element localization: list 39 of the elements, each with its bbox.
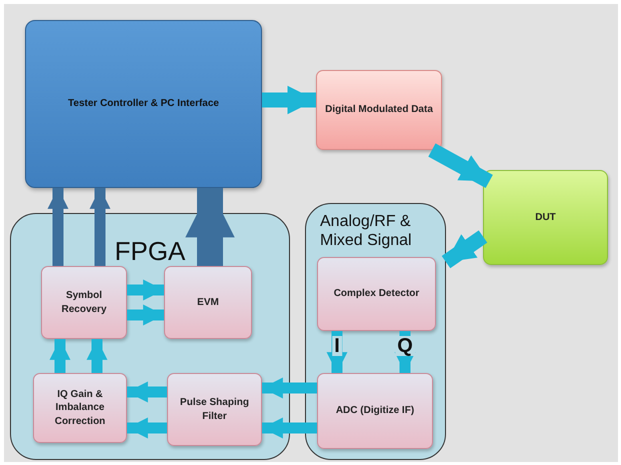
- arrow: [262, 86, 316, 114]
- container-title: Analog/RF & Mixed Signal: [320, 212, 413, 250]
- group-container: [10, 213, 290, 460]
- edge-label: Q: [395, 336, 415, 356]
- box-label: EVM: [196, 296, 220, 310]
- arrow: [48, 188, 68, 266]
- arrow: [326, 331, 348, 373]
- box-label: IQ Gain & Imbalance Correction: [54, 388, 106, 429]
- process-box: [25, 20, 262, 188]
- arrow: [50, 339, 70, 373]
- process-box: [164, 266, 252, 339]
- box-label: Pulse Shaping Filter: [179, 396, 250, 424]
- process-box: [167, 373, 262, 446]
- process-box: [317, 373, 433, 449]
- arrow: [127, 304, 164, 326]
- box-label: Tester Controller & PC Interface: [67, 97, 220, 112]
- process-box: [41, 266, 127, 339]
- process-box: [316, 70, 442, 150]
- box-label: Digital Modulated Data: [324, 103, 434, 118]
- arrow: [394, 331, 416, 373]
- box-label: DUT: [534, 210, 557, 225]
- group-container: [305, 203, 446, 460]
- container-title: FPGA: [114, 236, 186, 267]
- arrow: [127, 280, 164, 300]
- arrow: [127, 382, 167, 402]
- arrow: [428, 143, 493, 188]
- process-box: [317, 257, 436, 331]
- arrow: [86, 339, 108, 373]
- box-label: ADC (Digitize IF): [334, 404, 416, 418]
- process-box: [33, 373, 127, 443]
- arrow: [262, 378, 317, 398]
- box-label: Complex Detector: [332, 287, 420, 302]
- edge-label: I: [332, 336, 342, 356]
- arrow: [127, 418, 167, 438]
- box-label: Symbol Recovery: [60, 289, 108, 316]
- arrow: [90, 188, 110, 266]
- arrow: [442, 230, 488, 268]
- arrow: [185, 188, 235, 266]
- process-box: [483, 170, 608, 265]
